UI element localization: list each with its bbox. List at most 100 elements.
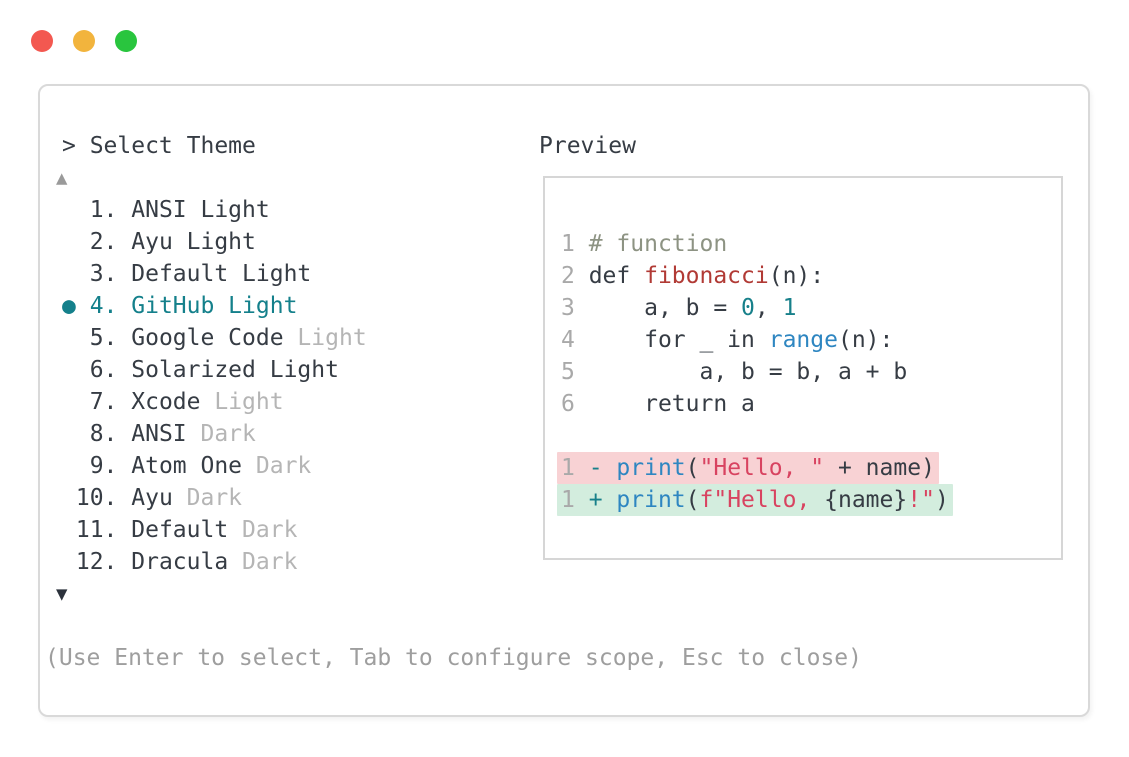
item-number: 7. (75, 389, 132, 415)
diff-highlight: 1 - print("Hello, " + name) (557, 452, 939, 484)
token-marker: + (588, 487, 617, 513)
token-comment: # function (588, 231, 728, 257)
token-fg: ) (934, 487, 949, 513)
token-num: 0 (741, 295, 755, 321)
item-number: 11. (75, 517, 132, 543)
window-controls (31, 30, 137, 52)
marker-space (62, 549, 76, 575)
code-line: 1 # function (561, 228, 953, 260)
scroll-up-icon[interactable]: ▲ (56, 167, 68, 189)
token-call: range (768, 327, 838, 353)
code-line: 6 return a (561, 388, 953, 420)
item-variant: Light (283, 325, 367, 351)
theme-list-item[interactable]: 3. Default Light (62, 258, 367, 290)
theme-list-item[interactable]: 5. Google Code Light (62, 322, 367, 354)
token-lineno: 5 (561, 359, 589, 385)
theme-list: 1. ANSI Light 2. Ayu Light 3. Default Li… (62, 194, 367, 578)
item-number: 6. (75, 357, 132, 383)
diff-removed-line: 1 - print("Hello, " + name) (557, 452, 953, 484)
preview-label: Preview (539, 133, 636, 159)
theme-list-item[interactable]: 2. Ayu Light (62, 226, 367, 258)
token-num: 1 (782, 295, 797, 321)
theme-list-item[interactable]: 9. Atom One Dark (62, 450, 367, 482)
theme-list-item[interactable]: 6. Solarized Light (62, 354, 367, 386)
theme-list-item[interactable]: 7. Xcode Light (62, 386, 367, 418)
help-text: (Use Enter to select, Tab to configure s… (45, 645, 862, 671)
item-name: Atom One (131, 453, 243, 479)
marker-space (62, 197, 76, 223)
code-line: 4 for _ in range(n): (561, 324, 953, 356)
token-func: fibonacci (644, 263, 769, 289)
token-call: print (616, 487, 686, 513)
marker-space (62, 357, 76, 383)
token-lineno: 3 (561, 295, 589, 321)
token-call: print (616, 455, 686, 481)
item-number: 10. (75, 485, 132, 511)
marker-space (62, 229, 76, 255)
token-fg: return a (588, 391, 755, 417)
code-line: 2 def fibonacci(n): (561, 260, 953, 292)
item-number: 8. (75, 421, 132, 447)
selected-bullet-icon: ● (62, 293, 76, 319)
item-number: 4. (75, 293, 132, 319)
token-fg: + name) (824, 455, 935, 481)
diff-added-line: 1 + print(f"Hello, {name}!") (557, 484, 953, 516)
item-variant: Dark (242, 453, 312, 479)
minimize-button[interactable] (73, 30, 95, 52)
item-name: GitHub Light (131, 293, 298, 319)
token-lineno: 2 (561, 263, 589, 289)
item-variant: Dark (186, 421, 256, 447)
item-variant: Light (200, 389, 284, 415)
item-variant: Dark (172, 485, 243, 511)
theme-list-item[interactable]: 8. ANSI Dark (62, 418, 367, 450)
select-theme-prompt: > Select Theme (62, 133, 256, 159)
item-name: Xcode (131, 389, 201, 415)
code-line (561, 420, 953, 452)
token-marker: - (588, 455, 617, 481)
item-number: 9. (75, 453, 132, 479)
token-string: "Hello, " (699, 455, 825, 481)
token-lineno: 1 (561, 231, 589, 257)
item-name: Default (131, 517, 229, 543)
marker-space (62, 261, 76, 287)
theme-list-item[interactable]: 10. Ayu Dark (62, 482, 367, 514)
item-number: 3. (75, 261, 132, 287)
code-line: 5 a, b = b, a + b (561, 356, 953, 388)
theme-list-item[interactable]: ● 4. GitHub Light (62, 290, 367, 322)
token-lineno: 4 (561, 327, 589, 353)
token-fg: , (754, 295, 783, 321)
token-lineno: 6 (561, 391, 589, 417)
code-line: 3 a, b = 0, 1 (561, 292, 953, 324)
marker-space (62, 421, 76, 447)
item-name: Ayu (131, 485, 173, 511)
item-name: ANSI (131, 421, 187, 447)
close-button[interactable] (31, 30, 53, 52)
marker-space (62, 485, 76, 511)
item-name: Dracula (131, 549, 229, 575)
item-name: Solarized Light (131, 357, 339, 383)
marker-space (62, 389, 76, 415)
theme-list-item[interactable]: 11. Default Dark (62, 514, 367, 546)
token-fg: (n): (768, 263, 825, 289)
scroll-down-icon[interactable]: ▼ (56, 583, 68, 605)
token-fg: def (588, 263, 645, 289)
token-fg: ( (685, 455, 700, 481)
item-name: Default Light (131, 261, 312, 287)
token-fg: (n): (837, 327, 894, 353)
token-lineno: 1 (561, 487, 589, 513)
item-number: 5. (75, 325, 132, 351)
zoom-button[interactable] (115, 30, 137, 52)
theme-list-item[interactable]: 12. Dracula Dark (62, 546, 367, 578)
token-fg: a, b = (588, 295, 742, 321)
token-fg: {name} (824, 487, 908, 513)
item-number: 12. (75, 549, 132, 575)
theme-list-item[interactable]: 1. ANSI Light (62, 194, 367, 226)
marker-space (62, 517, 76, 543)
token-fg: ( (685, 487, 700, 513)
token-string: !" (907, 487, 935, 513)
item-name: Ayu Light (131, 229, 256, 255)
item-number: 1. (75, 197, 132, 223)
token-lineno: 1 (561, 455, 589, 481)
